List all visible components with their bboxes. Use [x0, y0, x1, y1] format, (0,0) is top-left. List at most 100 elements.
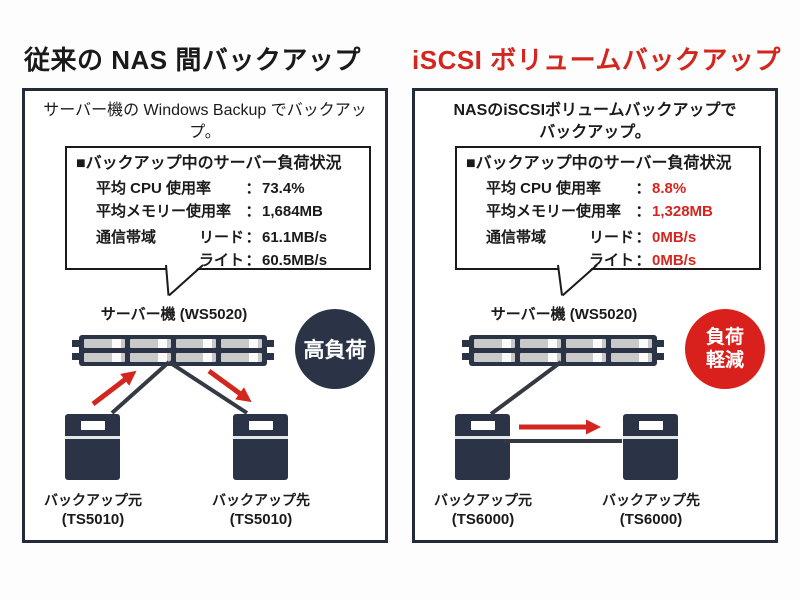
stat-label: 平均メモリー使用率: [96, 203, 232, 220]
stat-colon: ：: [245, 229, 261, 246]
stat-sublabel: ライト: [198, 252, 244, 269]
rack-bay: [175, 339, 217, 362]
drive-bar: [565, 339, 607, 348]
stat-sublabel: リード: [588, 229, 634, 246]
drive-bar: [175, 353, 217, 362]
drive-bar: [474, 353, 515, 362]
server-label: サーバー機 (WS5020): [100, 306, 248, 323]
badge-line-1: 負荷: [705, 327, 744, 348]
stat-value: 0MB/s: [652, 229, 697, 246]
stat-value: 73.4%: [262, 180, 305, 197]
server-label: サーバー機 (WS5020): [490, 306, 638, 323]
nas-source-icon: [65, 414, 120, 480]
stat-row-bandwidth-write: ライト ： 60.5MB/s: [96, 249, 361, 272]
stat-row-bandwidth-write: ライト ： 0MB/s: [486, 249, 751, 272]
rack-ear: [266, 340, 274, 347]
device-name: バックアップ元: [44, 492, 142, 508]
stat-colon: ：: [635, 203, 651, 220]
device-model: (TS5010): [61, 511, 125, 528]
stat-row-bandwidth-read: 通信帯域リード ： 61.1MB/s: [96, 226, 361, 249]
stat-label: 通信帯域: [486, 229, 547, 246]
rack-server-icon: [462, 335, 664, 366]
stat-row-memory: 平均メモリー使用率 ： 1,684MB: [96, 200, 361, 223]
rack-bay: [84, 339, 125, 362]
panel-iscsi-backup: NASのiSCSIボリュームバックアップで バックアップ。 ■バックアップ中のサ…: [412, 88, 778, 543]
rack-ear: [656, 353, 664, 360]
server-load-callout: ■バックアップ中のサーバー負荷状況 平均 CPU 使用率 ： 8.8% 平均メモ…: [455, 146, 761, 270]
rack-ear: [462, 353, 470, 360]
server-load-callout: ■バックアップ中のサーバー負荷状況 平均 CPU 使用率 ： 73.4% 平均メ…: [65, 146, 371, 270]
stat-value: 61.1MB/s: [262, 229, 328, 246]
rack-ear: [462, 340, 470, 347]
stat-row-bandwidth-read: 通信帯域 リード ： 0MB/s: [486, 226, 751, 249]
device-model: (TS6000): [619, 511, 683, 528]
stat-sublabel: リード: [198, 229, 244, 246]
rack-bay: [519, 339, 561, 362]
drive-bar: [611, 339, 652, 348]
panel-traditional-backup: サーバー機の Windows Backup でバックアップ。 ■バックアップ中の…: [22, 88, 388, 543]
drive-bar: [519, 339, 561, 348]
stat-colon: ：: [245, 203, 261, 220]
description-line-1: サーバー機の Windows Backup でバックアップ。: [43, 102, 367, 141]
device-model: (TS5010): [229, 511, 293, 528]
rack-bay: [221, 339, 262, 362]
stat-row-memory: 平均メモリー使用率 ： 1,328MB: [486, 200, 751, 223]
stat-row-cpu: 平均 CPU 使用率 ： 73.4%: [96, 177, 361, 200]
device-name: バックアップ先: [602, 492, 700, 508]
stat-row-cpu: 平均 CPU 使用率 ： 8.8%: [486, 177, 751, 200]
load-reduction-badge: 負荷 軽減: [685, 309, 765, 389]
nas-separator: [233, 436, 288, 439]
device-name: バックアップ元: [434, 492, 532, 508]
rack-bay: [129, 339, 171, 362]
nas-slot: [80, 421, 105, 430]
badge-line-1: 高負荷: [303, 339, 367, 362]
nas-source-icon: [455, 414, 510, 480]
stat-sublabel: ライト: [588, 252, 634, 269]
drive-bar: [129, 339, 171, 348]
description-line-2: バックアップ。: [539, 124, 651, 141]
rack-ear: [72, 340, 80, 347]
backup-source-label: バックアップ元 (TS5010): [25, 491, 161, 529]
drive-bar: [84, 353, 125, 362]
stat-value: 1,684MB: [262, 203, 323, 220]
backup-destination-label: バックアップ先 (TS5010): [193, 491, 329, 529]
nas-separator: [455, 436, 510, 439]
rack-bay: [611, 339, 652, 362]
drive-bar: [519, 353, 561, 362]
drive-bar: [565, 353, 607, 362]
stat-colon: ：: [635, 252, 651, 269]
stat-colon: ：: [635, 180, 651, 197]
drive-bar: [474, 339, 515, 348]
callout-header: ■バックアップ中のサーバー負荷状況: [466, 155, 732, 172]
backup-source-label: バックアップ元 (TS6000): [415, 491, 551, 529]
stat-value: 8.8%: [652, 180, 687, 197]
callout-header: ■バックアップ中のサーバー負荷状況: [76, 155, 342, 172]
stat-value: 0MB/s: [652, 252, 697, 269]
device-name: バックアップ先: [212, 492, 310, 508]
drive-bar: [221, 339, 262, 348]
stat-label: 平均 CPU 使用率: [96, 180, 212, 197]
stat-colon: ：: [245, 252, 261, 269]
high-load-badge: 高負荷: [295, 309, 375, 389]
backup-destination-label: バックアップ先 (TS6000): [583, 491, 719, 529]
rack-bay: [474, 339, 515, 362]
stat-rows: 平均 CPU 使用率 ： 8.8% 平均メモリー使用率 ： 1,328MB 通信…: [486, 177, 751, 272]
stat-label: 平均 CPU 使用率: [486, 180, 602, 197]
device-model: (TS6000): [451, 511, 515, 528]
drive-bar: [611, 353, 652, 362]
left-diagram-title: 従来の NAS 間バックアップ: [24, 45, 361, 75]
panel-description: NASのiSCSIボリュームバックアップで バックアップ。: [423, 100, 767, 144]
rack-ear: [72, 353, 80, 360]
description-line-1: NASのiSCSIボリュームバックアップで: [453, 102, 737, 119]
stat-value: 60.5MB/s: [262, 252, 328, 269]
drive-bar: [84, 339, 125, 348]
right-diagram-title: iSCSI ボリュームバックアップ: [412, 45, 781, 75]
stat-label: 平均メモリー使用率: [486, 203, 622, 220]
stat-rows: 平均 CPU 使用率 ： 73.4% 平均メモリー使用率 ： 1,684MB 通…: [96, 177, 361, 272]
stat-colon: ：: [635, 229, 651, 246]
nas-destination-icon: [233, 414, 288, 480]
rack-bay: [565, 339, 607, 362]
panel-description: サーバー機の Windows Backup でバックアップ。: [33, 100, 377, 144]
badge-line-2: 軽減: [705, 350, 744, 371]
